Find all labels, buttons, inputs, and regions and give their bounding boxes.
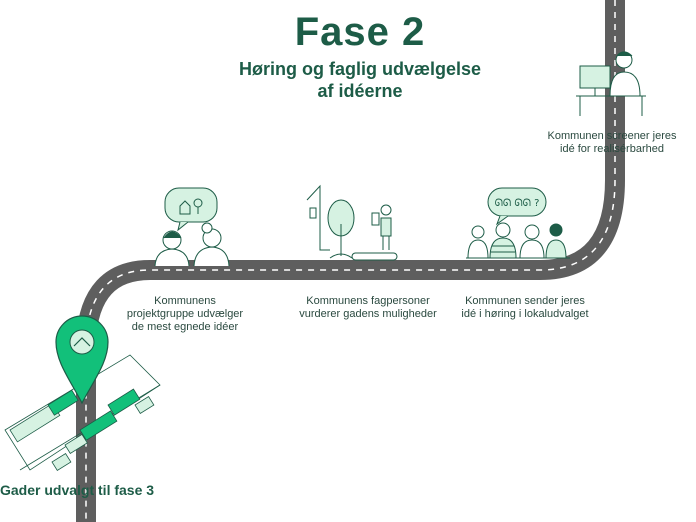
subtitle-line-1: Høring og faglig udvælgelse (238, 59, 481, 79)
caption-line: idé i høring i lokaludvalget (461, 308, 589, 320)
map-pin-icon (55, 315, 109, 405)
caption-line: Kommunen screener jeres (547, 130, 677, 142)
computer-desk-icon (576, 51, 646, 116)
caption-line: de mest egnede idéer (131, 321, 239, 333)
page-subtitle: Høring og faglig udvælgelse af idéerne (190, 58, 530, 102)
speech-bubble-text: ᘏᘏ ᘏᘏ ? (495, 198, 540, 209)
caption-line: Kommunen sender jeres (465, 295, 585, 307)
subtitle-line-2: af idéerne (317, 81, 403, 101)
tree-inspector-icon (306, 184, 398, 261)
step-caption-assessment: Kommunens fagpersoner vurderer gadens mu… (278, 295, 458, 321)
page-title: Fase 2 (294, 10, 426, 54)
caption-line: Kommunens (154, 295, 216, 307)
caption-line: vurderer gadens muligheder (299, 308, 437, 320)
caption-line: idé for realisérbarhed (560, 143, 664, 155)
step-caption-selection: Kommunens projektgruppe udvælger de mest… (100, 295, 270, 334)
caption-line: Kommunens fagpersoner (306, 295, 430, 307)
road-center-line (85, 0, 616, 522)
step-caption-hearing: Kommunen sender jeres idé i høring i lok… (445, 295, 605, 321)
discussion-people-icon (154, 187, 230, 267)
meeting-table-icon: ᘏᘏ ᘏᘏ ? (466, 187, 570, 259)
step-caption-screening: Kommunen screener jeres idé for realisér… (532, 130, 692, 156)
footer-label: Gader udvalgt til fase 3 (0, 482, 155, 498)
caption-line: projektgruppe udvælger (126, 308, 244, 320)
street-map-icon (4, 354, 161, 472)
